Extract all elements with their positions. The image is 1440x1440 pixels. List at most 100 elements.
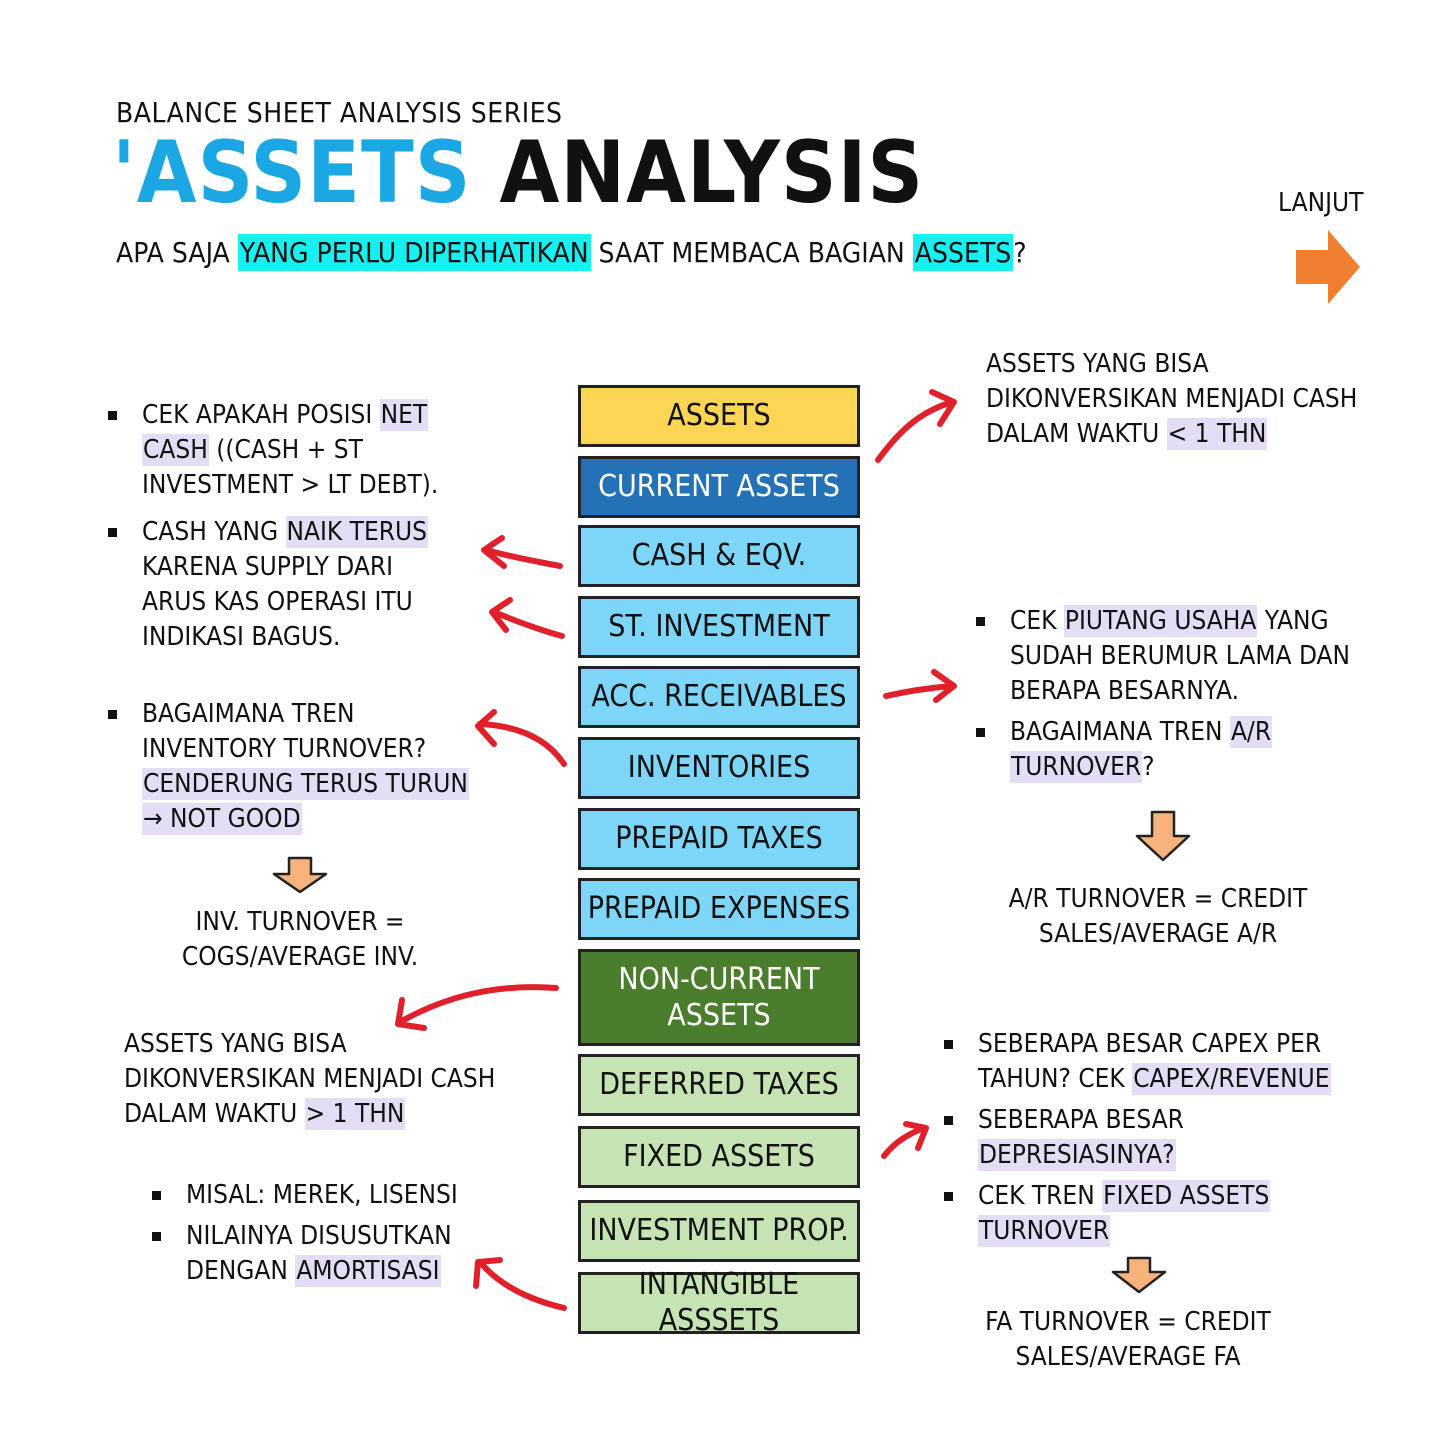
text-line: DALAM WAKTU > 1 THN — [124, 1097, 495, 1132]
text-line: INVESTMENT > LT DEBT). — [142, 470, 439, 500]
arrow-down-icon — [1111, 1256, 1167, 1294]
text-line: TURNOVER — [978, 1214, 1270, 1249]
arrow-icon — [475, 709, 567, 767]
text-line: TAHUN? CEK CAPEX/REVENUE — [978, 1062, 1331, 1097]
series-label: BALANCE SHEET ANALYSIS SERIES — [116, 96, 563, 129]
arrow-icon — [481, 535, 563, 569]
fixed-assets-note-3: CEK TREN FIXED ASSETS TURNOVER — [944, 1179, 1271, 1249]
bullet-icon — [108, 411, 117, 420]
text-line: DIKONVERSIKAN MENJADI CASH — [986, 384, 1358, 414]
stack-label: CASH & EQV. — [631, 538, 807, 573]
text-part: CEK TREN — [978, 1181, 1103, 1211]
text-part: TAHUN? CEK — [978, 1064, 1133, 1094]
stack-prepaid-taxes: PREPAID TAXES — [578, 808, 860, 870]
noncurrent-assets-definition: ASSETS YANG BISA DIKONVERSIKAN MENJADI C… — [124, 1027, 495, 1132]
cash-note-2: CASH YANG NAIK TERUS KARENA SUPPLY DARI … — [108, 515, 428, 655]
fixed-assets-note-1: SEBERAPA BESAR CAPEX PER TAHUN? CEK CAPE… — [944, 1027, 1331, 1097]
highlight-text: TURNOVER — [1010, 751, 1143, 783]
bullet-icon — [976, 617, 985, 626]
text-line: ARUS KAS OPERASI ITU — [142, 587, 413, 617]
intangible-note-1: MISAL: MEREK, LISENSI — [152, 1178, 458, 1213]
bullet-icon — [108, 528, 117, 537]
stack-fixed-assets: FIXED ASSETS — [578, 1126, 860, 1188]
text-part: CEK APAKAH POSISI — [142, 400, 380, 430]
bullet-icon — [944, 1040, 953, 1049]
stack-label: NON-CURRENT — [618, 961, 820, 997]
text-line: INV. TURNOVER = — [195, 907, 405, 937]
highlight-text: FIXED ASSETS — [1102, 1180, 1271, 1212]
highlight-text: CENDERUNG TERUS TURUN — [142, 768, 469, 800]
subtitle-highlight: YANG PERLU DIPERHATIKAN — [237, 234, 591, 271]
text-line: BAGAIMANA TREN A/R — [1010, 715, 1273, 750]
stack-acc-receivables: ACC. RECEIVABLES — [578, 666, 860, 728]
text-line: TURNOVER? — [1010, 750, 1272, 785]
bullet-icon — [152, 1232, 161, 1241]
text-part: BAGAIMANA TREN — [1010, 717, 1230, 747]
text-part: CEK — [1010, 606, 1064, 636]
highlight-text: NAIK TERUS — [285, 516, 428, 548]
text-line: ASSETS YANG BISA — [124, 1029, 347, 1059]
text-line: SEBERAPA BESAR — [978, 1105, 1184, 1135]
receivables-note-2: BAGAIMANA TREN A/R TURNOVER? — [976, 715, 1273, 785]
stack-label: CURRENT ASSETS — [598, 469, 840, 504]
stack-label: INTANGIBLE ASSSETS — [638, 1267, 800, 1338]
bullet-icon — [152, 1191, 161, 1200]
arrow-icon — [881, 1121, 929, 1159]
ar-turnover-formula: A/R TURNOVER = CREDIT SALES/AVERAGE A/R — [990, 882, 1326, 952]
arrow-icon — [875, 389, 957, 463]
stack-intangible-assets: INTANGIBLE ASSSETS — [578, 1267, 860, 1338]
highlight-text: PIUTANG USAHA — [1063, 605, 1258, 637]
text-line: CASH ((CASH + ST — [142, 433, 438, 468]
text-line: BERAPA BESARNYA. — [1010, 676, 1240, 706]
text-line: KARENA SUPPLY DARI — [142, 552, 393, 582]
bullet-icon — [944, 1192, 953, 1201]
current-assets-definition: ASSETS YANG BISA DIKONVERSIKAN MENJADI C… — [986, 347, 1357, 452]
next-label[interactable]: LANJUT — [1278, 188, 1364, 218]
highlight-text: AMORTISASI — [295, 1255, 441, 1287]
page-title: 'ASSETS ANALYSIS — [112, 130, 924, 216]
stack-label: ACC. RECEIVABLES — [591, 679, 847, 714]
stack-label: ST. INVESTMENT — [608, 609, 830, 644]
text-line: DIKONVERSIKAN MENJADI CASH — [124, 1064, 496, 1094]
bullet-icon — [108, 710, 117, 719]
bullet-icon — [944, 1116, 953, 1125]
highlight-text: < 1 THN — [1166, 418, 1268, 450]
text-line: INVENTORY TURNOVER? — [142, 734, 427, 764]
fa-turnover-formula: FA TURNOVER = CREDIT SALES/AVERAGE FA — [966, 1305, 1290, 1375]
text-line: ASSETS YANG BISA — [986, 349, 1209, 379]
stack-label: DEFERRED TAXES — [599, 1067, 839, 1102]
text-line: SALES/AVERAGE A/R — [1038, 919, 1278, 949]
text-part: ((CASH + ST — [208, 435, 363, 465]
stack-assets: ASSETS — [578, 385, 860, 447]
stack-st-investment: ST. INVESTMENT — [578, 596, 860, 658]
subtitle-part: APA SAJA — [116, 236, 238, 269]
text-line: SALES/AVERAGE FA — [1015, 1342, 1241, 1372]
stack-label: PREPAID EXPENSES — [587, 891, 851, 926]
text-part: DALAM WAKTU — [124, 1099, 305, 1129]
text-part: DALAM WAKTU — [986, 419, 1167, 449]
arrow-icon — [473, 1257, 567, 1311]
stack-cash-eqv: CASH & EQV. — [578, 525, 860, 587]
text-line: INDIKASI BAGUS. — [142, 622, 341, 652]
highlight-text: → NOT GOOD — [142, 803, 302, 835]
text-line: → NOT GOOD — [142, 802, 469, 837]
text-line: CEK TREN FIXED ASSETS — [978, 1179, 1271, 1214]
cash-note-1: CEK APAKAH POSISI NET CASH ((CASH + ST I… — [108, 398, 439, 503]
highlight-text: CASH — [142, 434, 209, 466]
stack-label: ASSETS — [667, 398, 771, 433]
highlight-text: TURNOVER — [978, 1215, 1111, 1247]
inventories-note: BAGAIMANA TREN INVENTORY TURNOVER? CENDE… — [108, 697, 469, 837]
arrow-icon — [489, 597, 565, 639]
intangible-note-2: NILAINYA DISUSUTKAN DENGAN AMORTISASI — [152, 1219, 452, 1289]
arrow-right-icon[interactable] — [1290, 228, 1362, 306]
subtitle: APA SAJA YANG PERLU DIPERHATIKAN SAAT ME… — [116, 234, 1027, 271]
text-line: NILAINYA DISUSUTKAN — [186, 1221, 452, 1251]
stack-investment-prop: INVESTMENT PROP. — [578, 1200, 860, 1262]
highlight-text: NET — [379, 399, 429, 431]
stack-label: INVESTMENT PROP. — [589, 1213, 849, 1248]
text-line: BAGAIMANA TREN — [142, 699, 355, 729]
inv-turnover-formula: INV. TURNOVER = COGS/AVERAGE INV. — [150, 905, 450, 975]
text-line: FA TURNOVER = CREDIT — [985, 1307, 1271, 1337]
highlight-text: A/R — [1229, 716, 1273, 748]
